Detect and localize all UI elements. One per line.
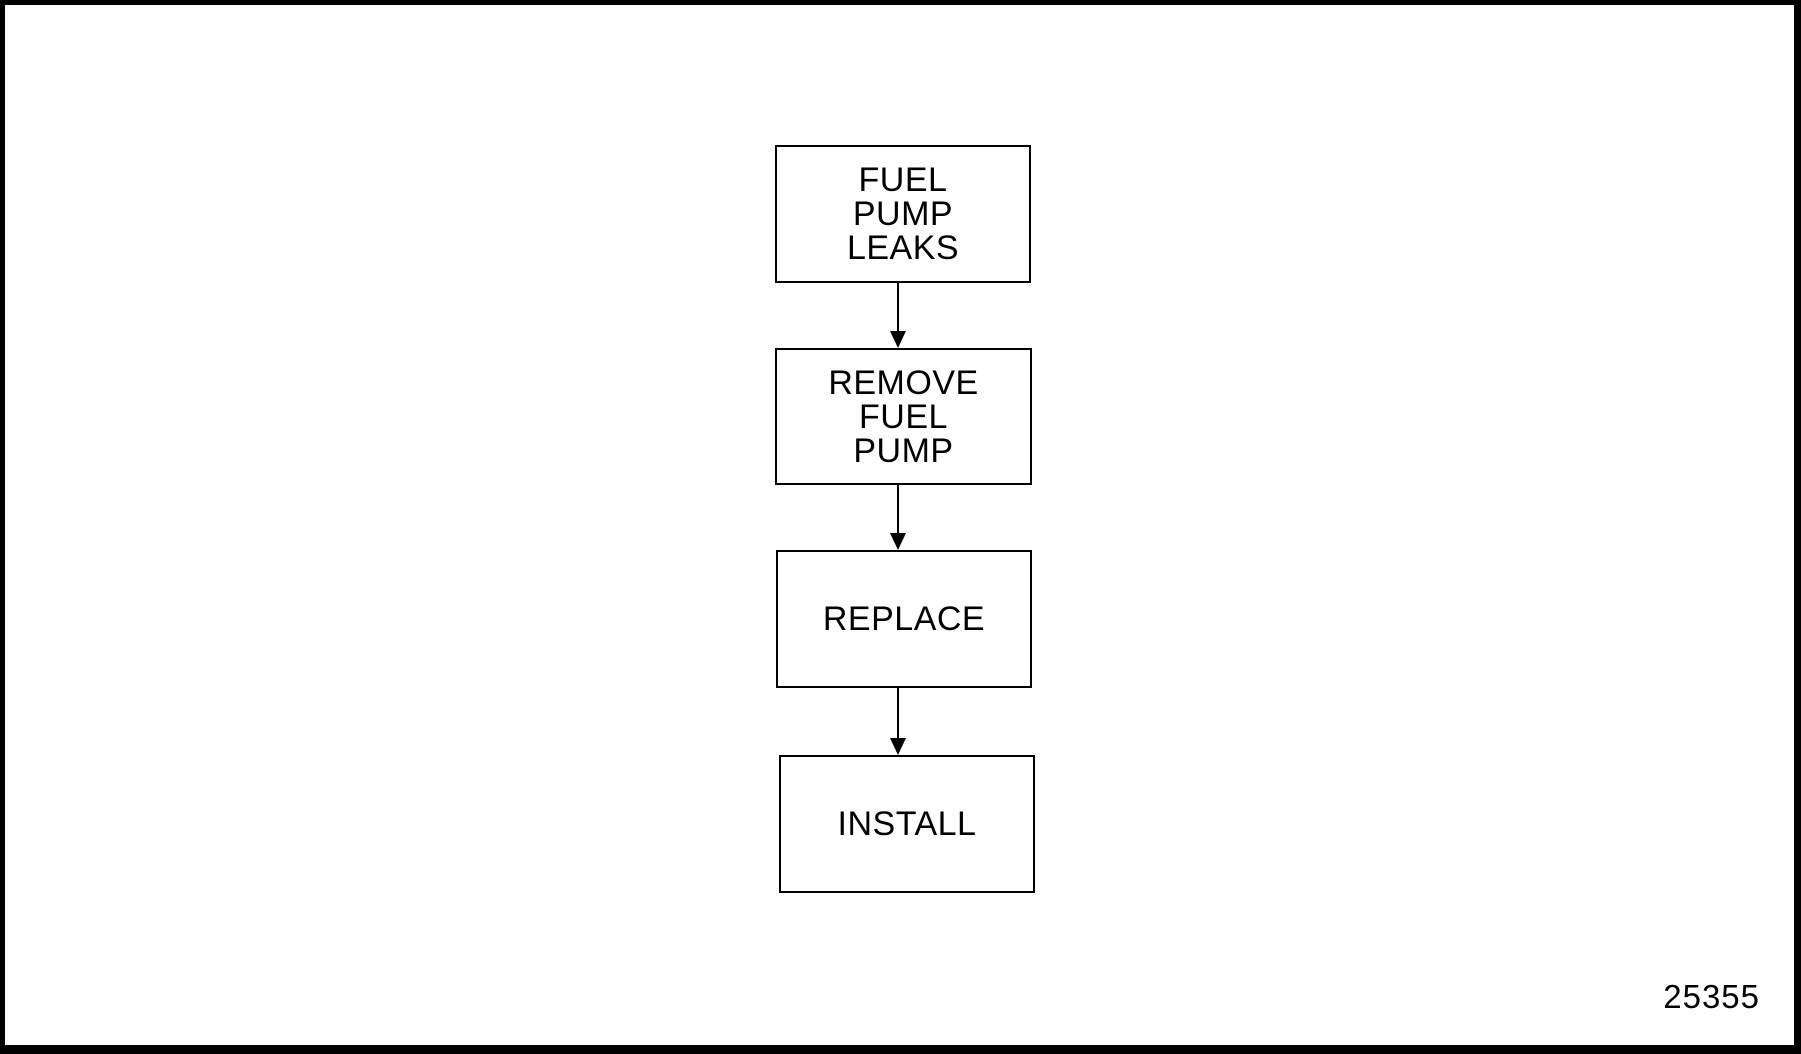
arrow-line <box>897 688 899 738</box>
arrow-head-icon <box>890 738 906 755</box>
arrow-head-icon <box>890 533 906 550</box>
arrow-line <box>897 283 899 331</box>
flow-arrow-1 <box>890 283 906 348</box>
flowchart-node-fuel-pump-leaks: FUEL PUMP LEAKS <box>775 145 1031 283</box>
flowchart-node-remove-fuel-pump: REMOVE FUEL PUMP <box>775 348 1032 485</box>
figure-number: 25355 <box>1663 978 1760 1015</box>
arrow-head-icon <box>890 331 906 348</box>
flow-arrow-2 <box>890 485 906 550</box>
arrow-line <box>897 485 899 533</box>
flowchart-node-replace: REPLACE <box>776 550 1032 688</box>
flowchart-node-install: INSTALL <box>779 755 1035 893</box>
flow-arrow-3 <box>890 688 906 755</box>
